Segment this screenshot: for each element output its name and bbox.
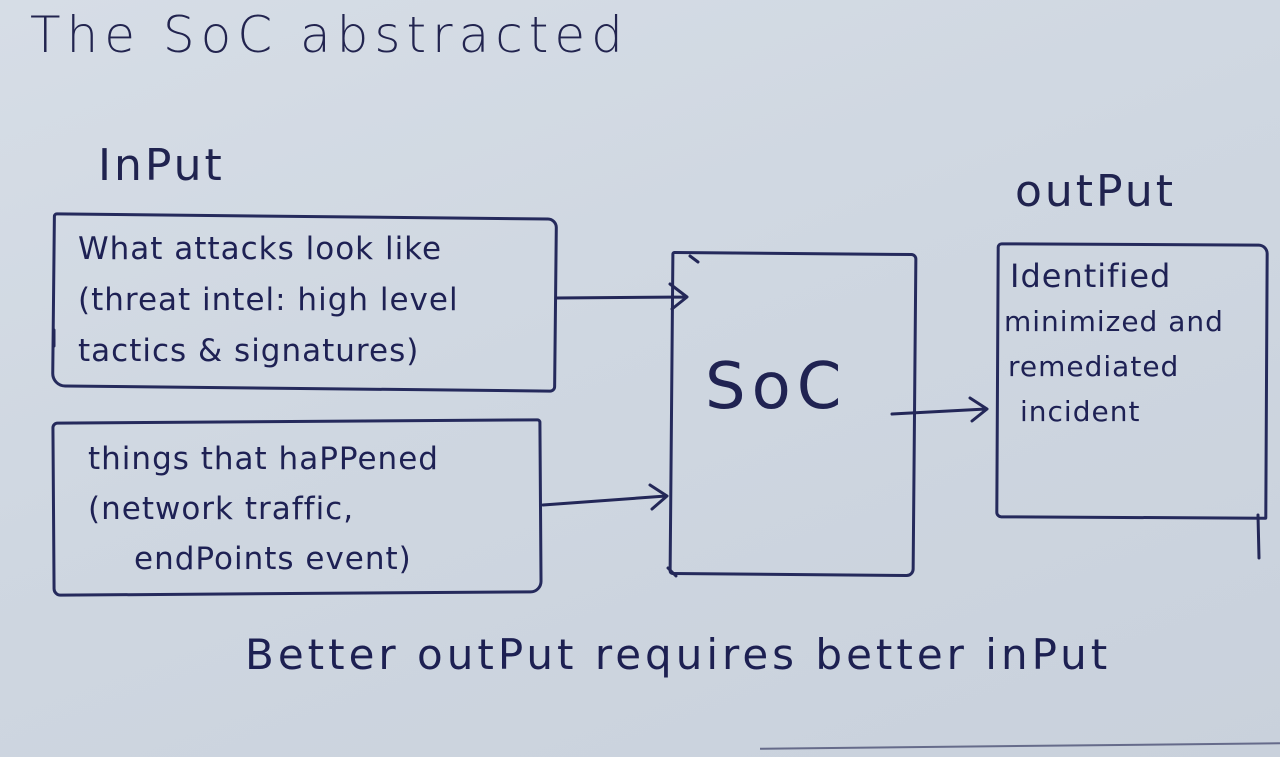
input-box-events-text: things that haPPened (network traffic, e…: [88, 434, 439, 584]
input-line: endPoints event): [134, 541, 412, 577]
input-line: things that haPPened: [88, 441, 439, 477]
board-edge-line: [760, 742, 1280, 750]
output-box-text: Identified minimized and remediated inci…: [1004, 254, 1224, 434]
arrow-events-to-soc: [541, 483, 669, 511]
input-line: What attacks look like: [78, 231, 443, 267]
output-line: remediated: [1008, 350, 1180, 383]
output-heading: outPut: [1015, 166, 1176, 217]
arrow-threat-intel-to-soc: [554, 282, 689, 311]
soc-label: SoC: [705, 350, 848, 424]
diagram-title: The SoC abstracted: [30, 6, 629, 64]
output-line: minimized and: [1004, 305, 1224, 338]
output-box-tail-stroke: [1256, 513, 1261, 560]
output-line: incident: [1020, 395, 1141, 428]
input-line: (network traffic,: [88, 491, 355, 527]
input-line: (threat intel: high level: [78, 282, 459, 318]
input-heading: InPut: [98, 140, 225, 191]
output-line: Identified: [1010, 257, 1172, 295]
footer-caption: Better outPut requires better inPut: [245, 630, 1112, 679]
input-box-threat-intel-text: What attacks look like (threat intel: hi…: [78, 224, 459, 377]
input-line: tactics & signatures): [78, 333, 420, 369]
